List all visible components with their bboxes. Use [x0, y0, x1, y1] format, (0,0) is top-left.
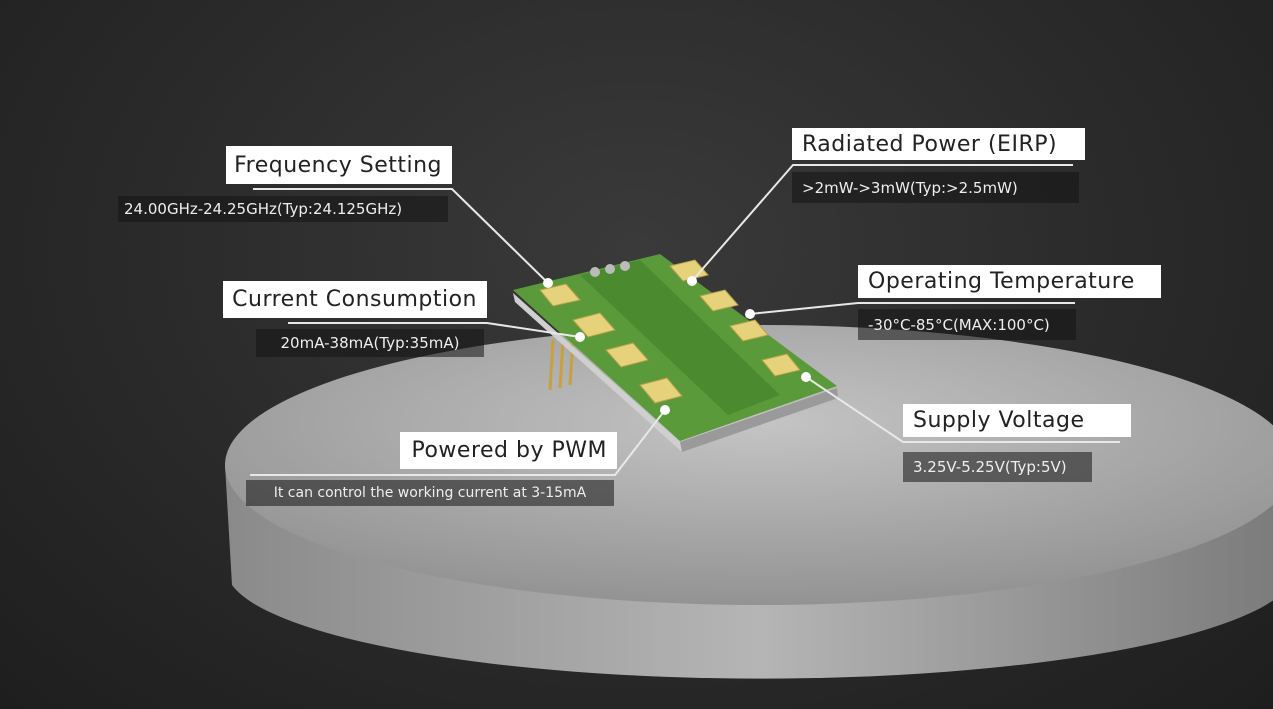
anchor-dots — [543, 276, 811, 415]
pedestal — [225, 325, 1273, 679]
supply-voltage-value: 3.25V-5.25V(Typ:5V) — [903, 452, 1092, 482]
radiated-power-title: Radiated Power (EIRP) — [792, 128, 1085, 160]
pwm-title: Powered by PWM — [400, 432, 617, 469]
operating-temperature-value: -30°C-85°C(MAX:100°C) — [858, 309, 1076, 340]
radiated-power-value: >2mW->3mW(Typ:>2.5mW) — [792, 172, 1079, 203]
operating-temperature-title: Operating Temperature — [858, 265, 1161, 298]
frequency-setting-value: 24.00GHz-24.25GHz(Typ:24.125GHz) — [118, 196, 448, 222]
pwm-value: It can control the working current at 3-… — [246, 480, 614, 506]
supply-voltage-title: Supply Voltage — [903, 404, 1131, 437]
frequency-setting-title: Frequency Setting — [226, 146, 452, 184]
leader-lines — [250, 164, 1120, 476]
radar-module — [513, 254, 838, 452]
current-consumption-value: 20mA-38mA(Typ:35mA) — [256, 329, 484, 357]
current-consumption-title: Current Consumption — [223, 281, 487, 318]
